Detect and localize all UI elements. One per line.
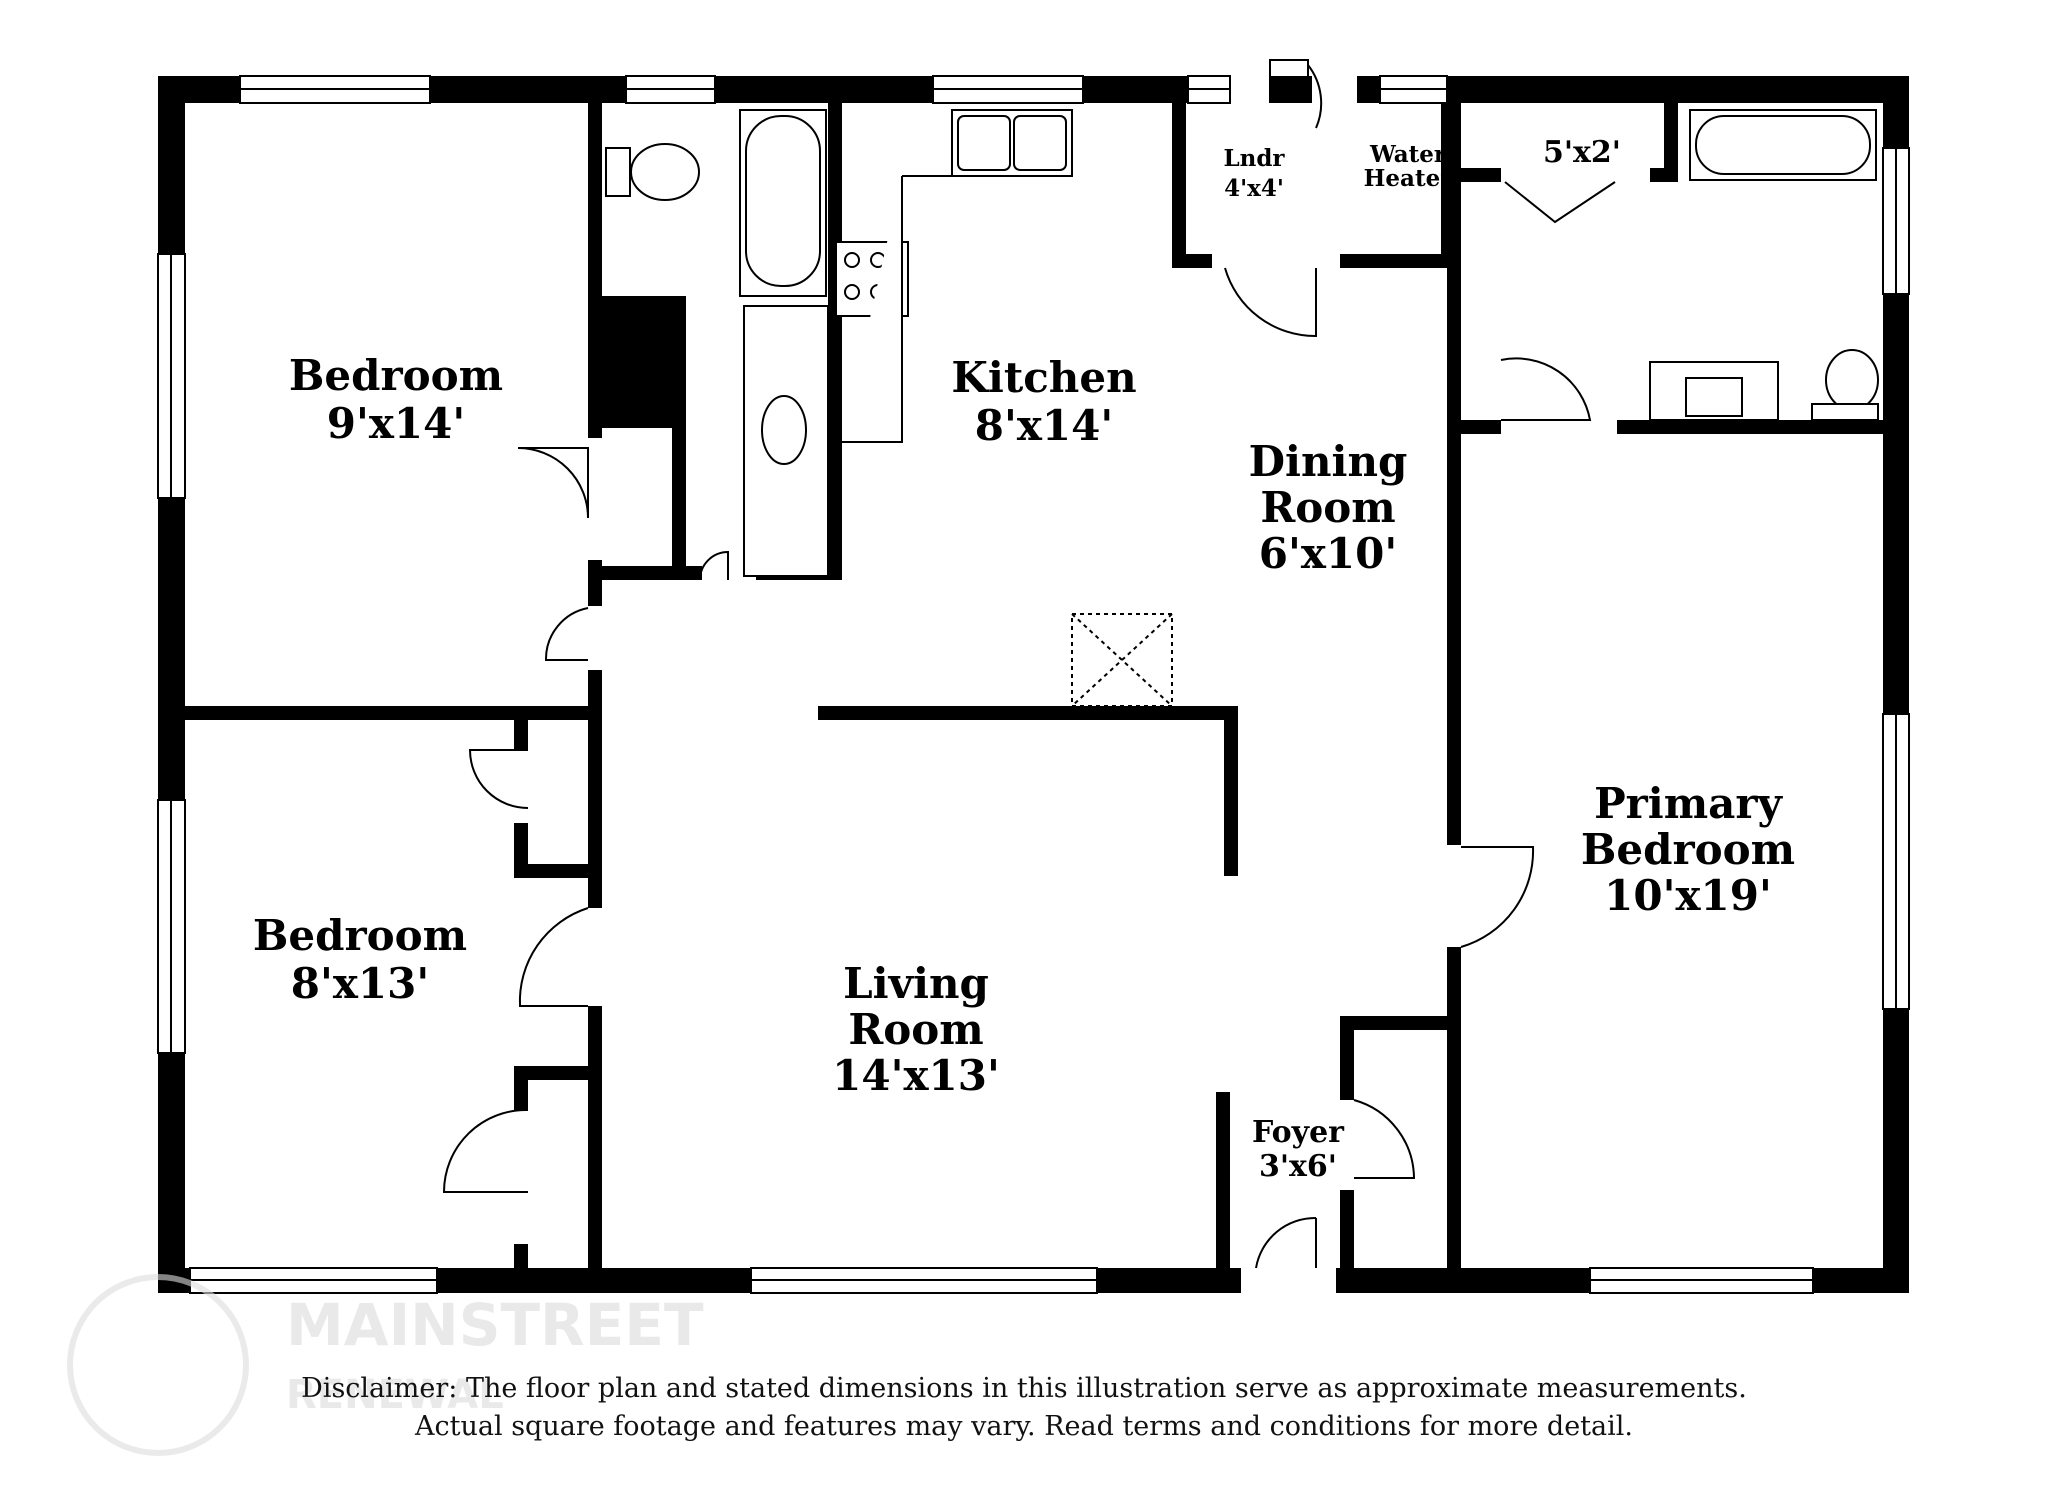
- watermark-line2: RENEWAL: [286, 1372, 504, 1418]
- primary-line1: Primary: [1594, 779, 1783, 828]
- closet-size: 5'x2': [1543, 135, 1621, 170]
- watermark-line1: MAINSTREET: [286, 1291, 704, 1359]
- water-heater-line1: Water: [1369, 141, 1447, 168]
- disclaimer-line1: Disclaimer: The floor plan and stated di…: [301, 1373, 1747, 1404]
- dining-line1: Dining: [1249, 437, 1408, 486]
- doors: [442, 59, 1616, 1293]
- living-line1: Living: [843, 959, 989, 1008]
- watermark-logo: [67, 1274, 249, 1456]
- living-size: 14'x13': [832, 1051, 1000, 1100]
- bedroom-bottom-size: 8'x13': [291, 959, 429, 1008]
- exterior-walls: [158, 76, 1909, 1293]
- fixtures: [605, 109, 1879, 707]
- laundry-name: Lndr: [1223, 145, 1285, 172]
- watermark: MAINSTREET RENEWAL: [67, 1274, 704, 1456]
- dining-size: 6'x10': [1259, 529, 1397, 578]
- primary-line2: Bedroom: [1581, 825, 1795, 874]
- interior-walls: [185, 103, 1883, 1268]
- foyer-name: Foyer: [1252, 1115, 1345, 1150]
- room-labels: Bedroom 9'x14' Bedroom 8'x13' Kitchen 8'…: [253, 135, 1795, 1184]
- bedroom-top-size: 9'x14': [327, 399, 465, 448]
- kitchen-size: 8'x14': [975, 401, 1113, 450]
- bedroom-bottom-name: Bedroom: [253, 911, 467, 960]
- windows: [157, 75, 1910, 1294]
- bedroom-top-name: Bedroom: [289, 351, 503, 400]
- laundry-size: 4'x4': [1224, 175, 1284, 202]
- disclaimer-line2: Actual square footage and features may v…: [415, 1411, 1633, 1442]
- kitchen-name: Kitchen: [951, 353, 1136, 402]
- primary-size: 10'x19': [1604, 871, 1772, 920]
- water-heater-line2: Heater: [1364, 165, 1454, 192]
- foyer-size: 3'x6': [1259, 1149, 1337, 1184]
- dining-line2: Room: [1260, 483, 1395, 532]
- living-line2: Room: [848, 1005, 983, 1054]
